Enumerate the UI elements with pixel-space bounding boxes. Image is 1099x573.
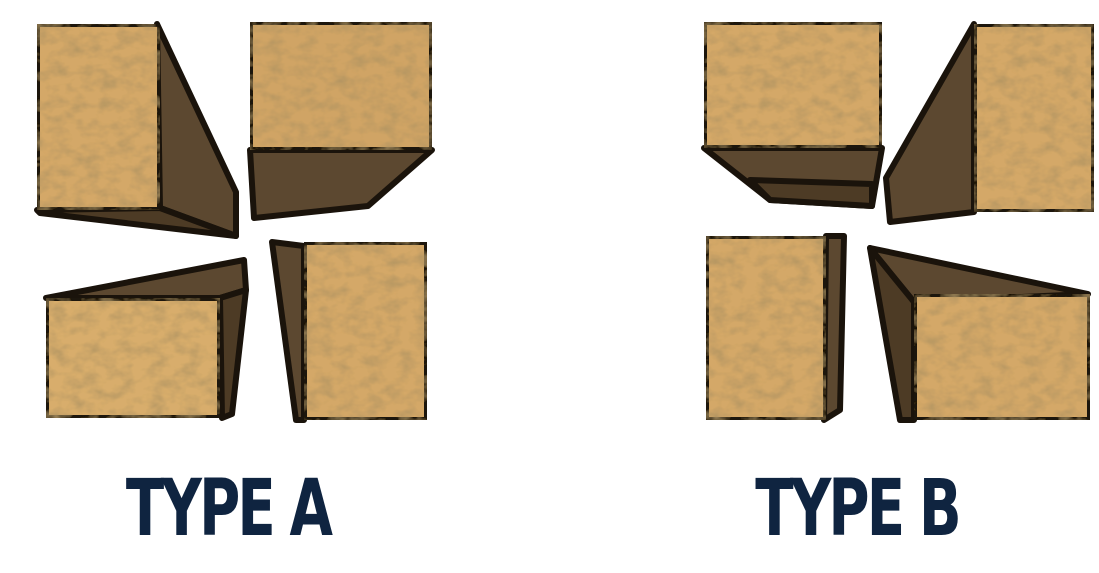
block-bottom-right: [870, 248, 1090, 420]
block-top-right: [250, 22, 432, 218]
type-b-label: TYPE B: [691, 470, 1022, 548]
type-a-figure: [0, 0, 460, 440]
type-b-figure: [660, 0, 1099, 440]
block-top-left: [704, 22, 882, 206]
block-top-right: [886, 24, 1094, 222]
block-bottom-left: [706, 236, 844, 420]
block-bottom-left: [46, 260, 246, 418]
block-top-left: [37, 24, 236, 236]
block-bottom-right: [272, 242, 427, 420]
type-a-label: TYPE A: [62, 470, 393, 548]
